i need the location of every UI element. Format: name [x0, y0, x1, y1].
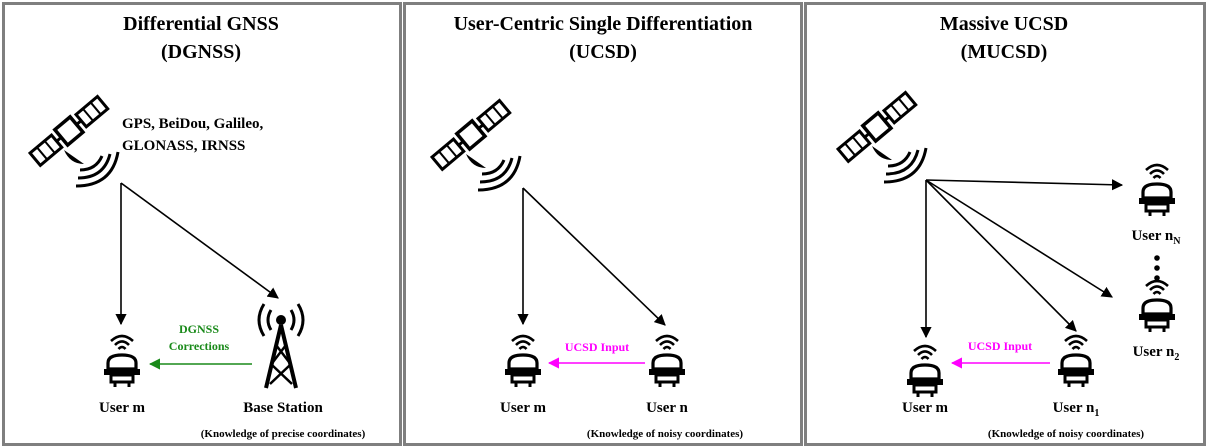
panel1-title-line1: Differential GNSS [123, 13, 279, 35]
user-n2-label: User n2 [1133, 344, 1180, 363]
panel-dgnss-frame [2, 2, 402, 446]
panel1-note: (Knowledge of precise coordinates) [201, 428, 366, 440]
ucsd-input-label: UCSD Input [968, 339, 1032, 353]
ellipsis-dot [1154, 275, 1160, 281]
user-n1-label: User n1 [1053, 400, 1100, 419]
dgnss-corrections-line2: Corrections [169, 339, 230, 353]
ellipsis-dot [1154, 265, 1160, 271]
signal-arrow-to-user-n2 [925, 179, 1113, 298]
panel2-title-line1: User-Centric Single Differentiation [454, 13, 753, 35]
ellipsis-dot [1154, 255, 1160, 261]
panel3-note: (Knowledge of noisy coordinates) [988, 428, 1144, 440]
user-nN-subscript: N [1173, 236, 1181, 247]
user-n2-label-text: User n [1133, 344, 1175, 360]
dgnss-corrections-line1: DGNSS [179, 322, 219, 336]
user-nN-label: User nN [1131, 228, 1181, 247]
ucsd-input-label: UCSD Input [565, 340, 629, 354]
user-m-label: User m [99, 400, 145, 416]
signal-arrow-to-base-station [120, 182, 279, 299]
panel2-title-line2: (UCSD) [569, 41, 637, 63]
panel-mucsd-frame [804, 2, 1206, 446]
user-n1-label-text: User n [1053, 400, 1095, 416]
constellations-line2: GLONASS, IRNSS [122, 138, 245, 154]
constellations-line1: GPS, BeiDou, Galileo, [122, 116, 264, 132]
signal-arrow-to-user-n1 [925, 179, 1077, 332]
user-m-label: User m [902, 400, 948, 416]
user-nN-label-text: User n [1131, 228, 1173, 244]
base-station-label: Base Station [243, 400, 323, 416]
panel3-title-line2: (MUCSD) [961, 41, 1048, 63]
signal-arrow-to-user-nN [925, 179, 1124, 191]
signal-arrow-to-user-n [522, 187, 666, 326]
user-n1-subscript: 1 [1094, 408, 1099, 419]
panel1-title-line2: (DGNSS) [161, 41, 241, 63]
panel-ucsd-frame [403, 2, 803, 446]
panel2-note: (Knowledge of noisy coordinates) [587, 428, 743, 440]
user-m-label: User m [500, 400, 546, 416]
panel3-title-line1: Massive UCSD [940, 13, 1068, 35]
user-n2-subscript: 2 [1174, 352, 1179, 363]
user-n-label: User n [646, 400, 688, 416]
